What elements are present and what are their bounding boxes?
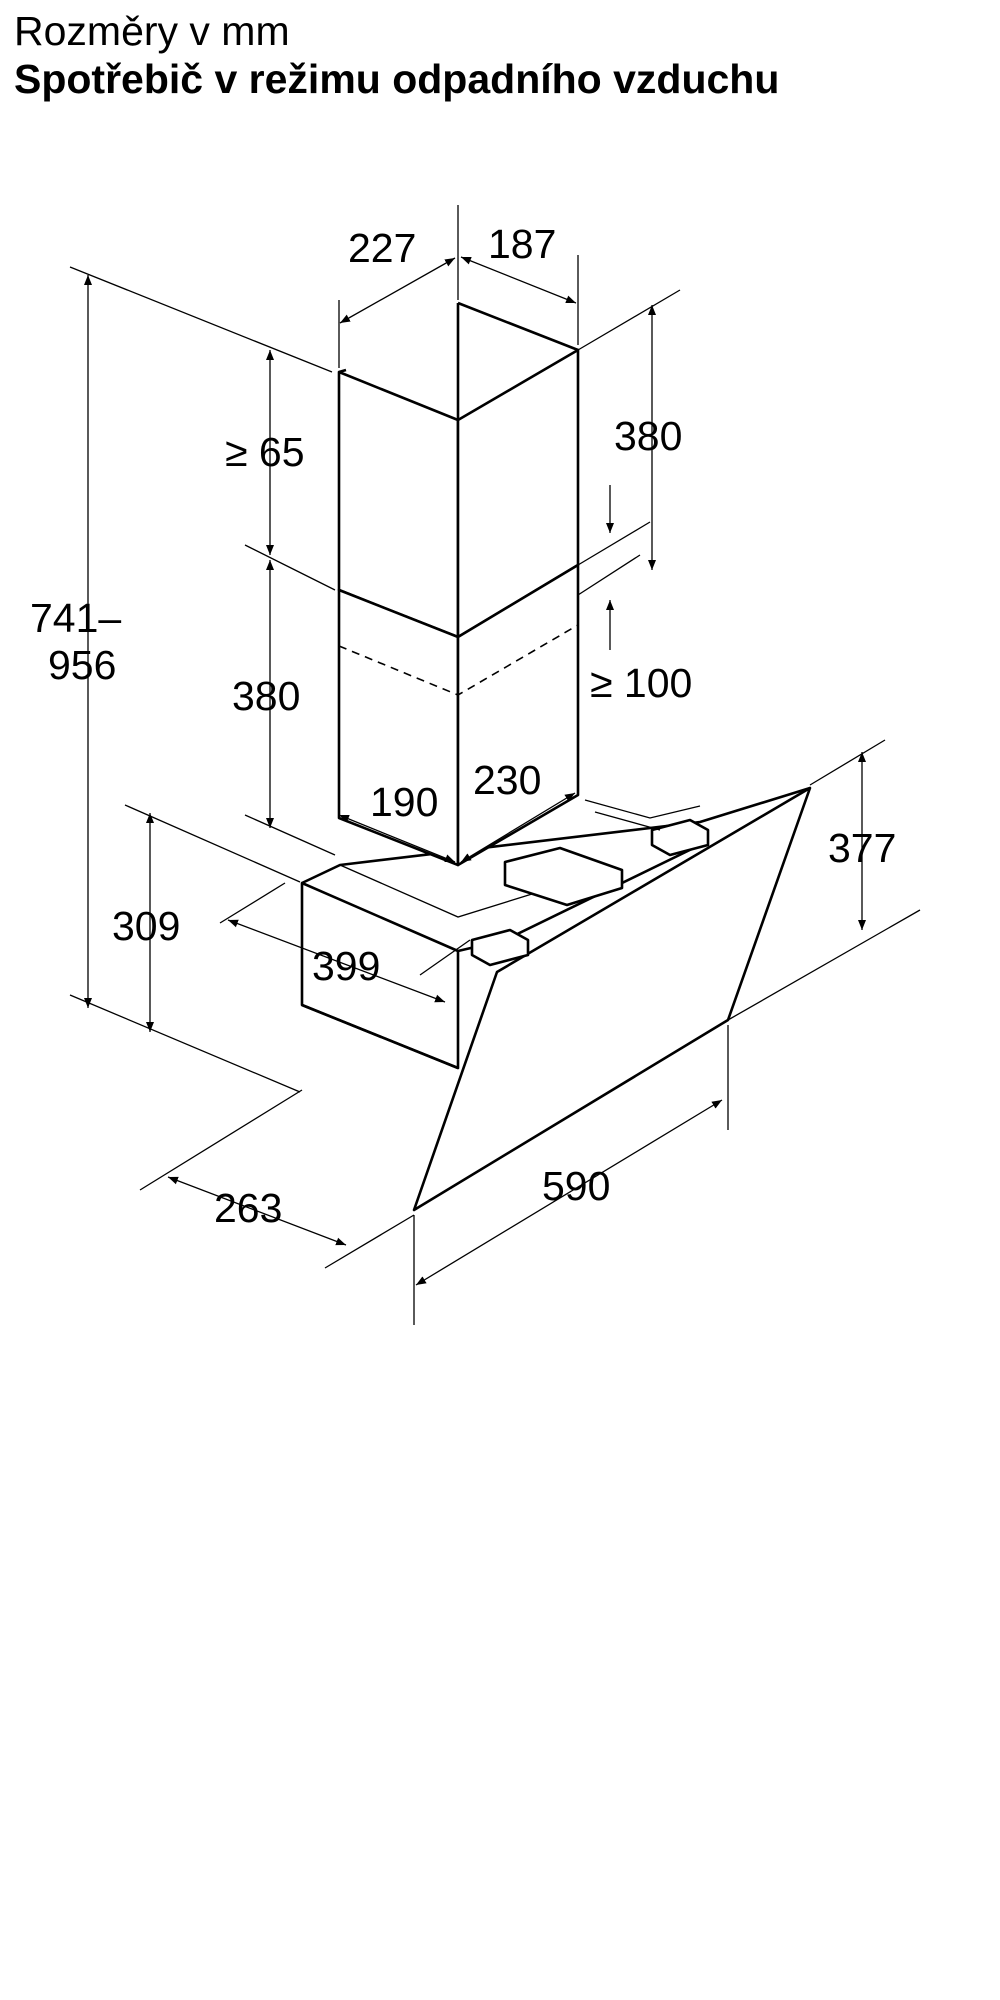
hood-filter-clip-right — [650, 818, 710, 857]
hood-filter-clip-left — [470, 928, 530, 967]
extension-lines — [69, 205, 921, 1325]
hood-chimney — [337, 301, 580, 867]
hood-outline — [300, 786, 812, 1212]
page-title: Rozměry v mm — [14, 8, 290, 54]
dim-body-depth: 263 — [214, 1185, 282, 1231]
dim-min-top-gap: ≥ 65 — [225, 429, 305, 475]
dim-base-inner-width: 230 — [473, 757, 541, 803]
chimney-lower-side — [456, 563, 580, 867]
dim-body-height: 309 — [112, 903, 180, 949]
dimension-arrows — [84, 256, 866, 1286]
dim-body-depth-offset: 399 — [312, 943, 380, 989]
dim-min-overlap: ≥ 100 — [590, 660, 692, 706]
dim-chimney-depth: 227 — [348, 225, 416, 271]
dim-total-height-2: 956 — [48, 642, 116, 688]
dim-upper-section-height: 380 — [614, 413, 682, 459]
dim-glass-height: 377 — [828, 825, 896, 871]
dim-total-height-1: 741– — [30, 595, 121, 641]
dim-lower-section-height: 380 — [232, 673, 300, 719]
page-subtitle: Spotřebič v režimu odpadního vzduchu — [14, 56, 780, 102]
dim-total-width: 590 — [542, 1163, 610, 1209]
dim-base-inner-depth: 190 — [370, 779, 438, 825]
dim-chimney-width: 187 — [488, 221, 556, 267]
